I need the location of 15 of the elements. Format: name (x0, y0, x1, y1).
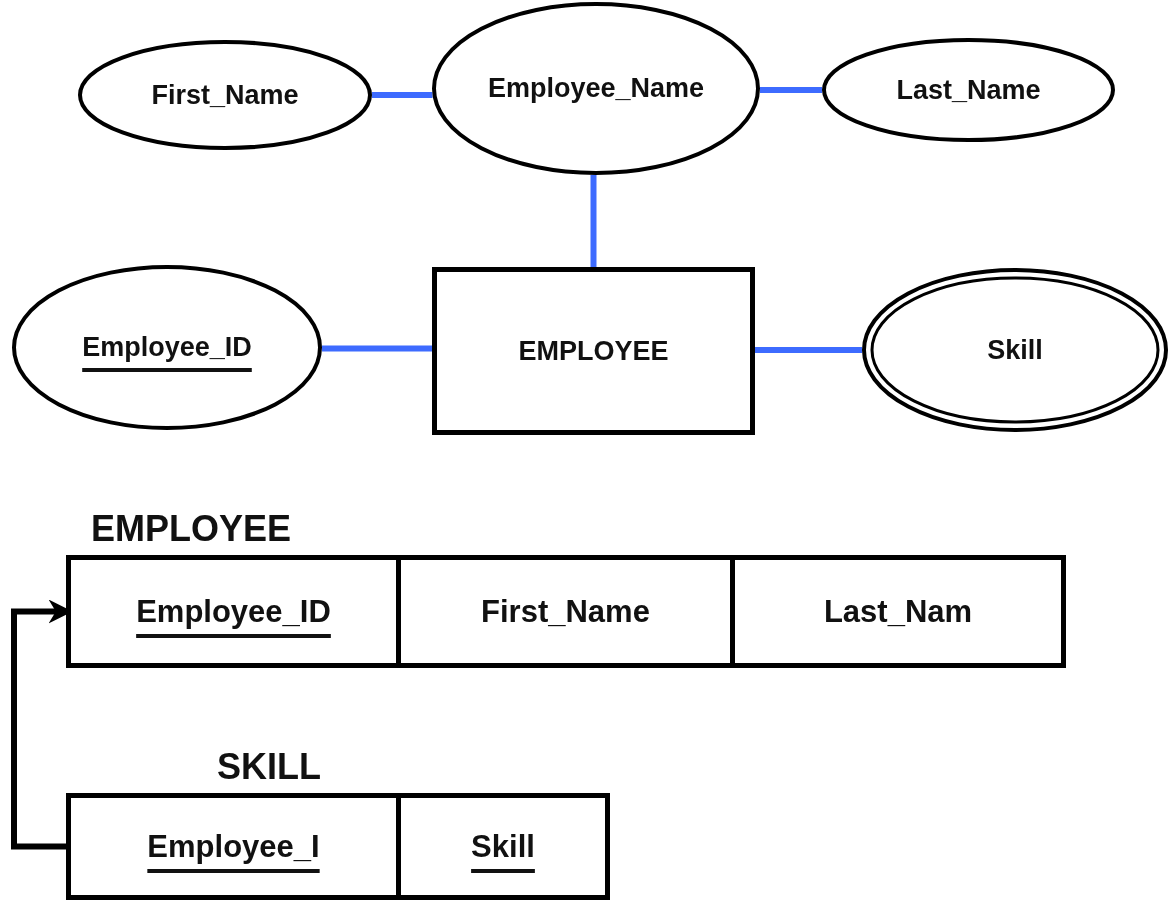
connector-line (590, 175, 597, 267)
table-name: EMPLOYEE (91, 508, 292, 550)
attribute-name: First_Name (151, 79, 299, 111)
attribute-name: Employee_Name (487, 73, 705, 104)
entity-name: EMPLOYEE (518, 335, 669, 367)
entity-box (432, 267, 755, 435)
connector-line (755, 347, 862, 353)
table-name: SKILL (217, 746, 321, 788)
attribute-name: Skill (987, 334, 1043, 366)
column-name: Last_Nam (823, 593, 973, 630)
connector-line (760, 87, 822, 93)
column-name: First_Name (481, 593, 650, 630)
connector-line (322, 345, 432, 352)
connector-line (372, 92, 433, 98)
attribute-name: Last_Name (896, 74, 1041, 106)
